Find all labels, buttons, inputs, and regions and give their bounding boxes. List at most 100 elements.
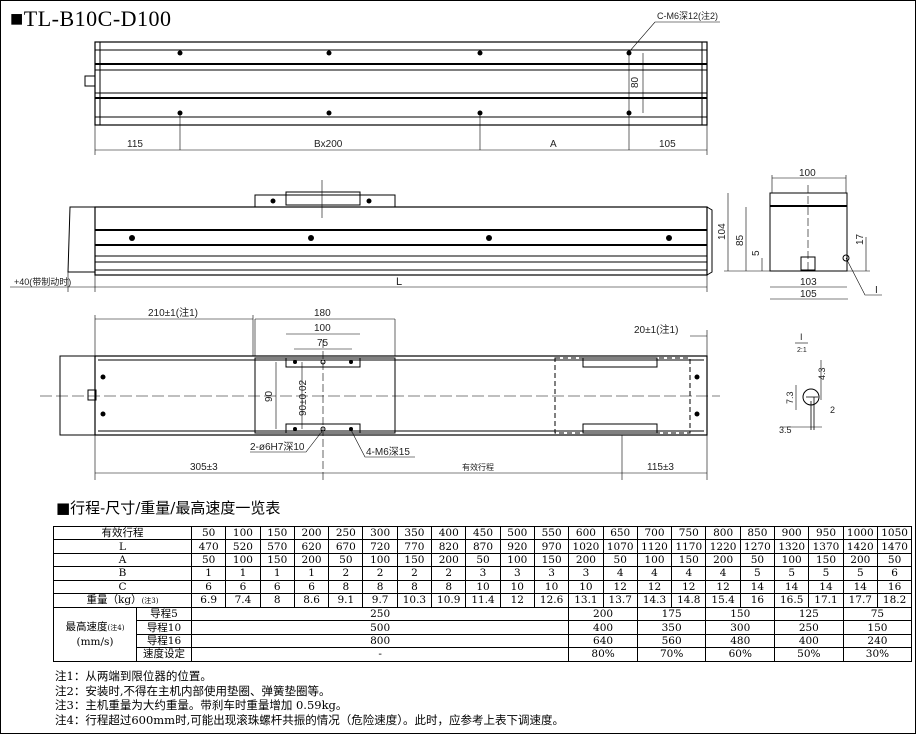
speed-cell-lead16: 640 [568, 633, 638, 649]
dim-80: 80 [630, 76, 641, 88]
cell-l: 1120 [636, 539, 673, 554]
cell-l: 570 [259, 539, 295, 554]
cell-a: 200 [842, 552, 878, 568]
cell-a: 200 [431, 552, 467, 568]
speed-cell-lead16: 400 [774, 633, 844, 649]
detail-scale: 2:1 [797, 347, 807, 354]
cell-b: 1 [259, 566, 295, 581]
cell-c: 14 [739, 579, 776, 594]
speed-row-label-lead16: 导程16 [136, 633, 192, 649]
table-section-title: ■行程-尺寸/重量/最高速度一览表 [56, 499, 281, 517]
dim-bx200: Bx200 [314, 139, 343, 150]
cell-weight: 12.6 [533, 592, 570, 608]
top-view: C-M6深12(注2) 80 115 Bx200 A 105 [84, 10, 720, 155]
dim-210: 210±1(注1) [148, 306, 198, 319]
cell-c: 6 [190, 579, 227, 594]
dim-305: 305±3 [190, 462, 218, 473]
cell-l: 970 [533, 539, 570, 554]
cell-a: 100 [774, 552, 810, 568]
cell-stroke: 500 [499, 525, 535, 541]
cell-b: 4 [705, 566, 741, 581]
speed-cell-lead16: 480 [705, 633, 776, 649]
cell-l: 770 [396, 539, 433, 554]
cell-stroke: 100 [225, 525, 261, 541]
cell-stroke: 950 [808, 525, 844, 541]
cell-weight: 11.4 [465, 592, 501, 608]
detail-dim-3-5: 3.5 [779, 425, 792, 435]
cell-a: 150 [671, 552, 707, 568]
dim-end-100: 100 [799, 168, 816, 179]
cell-b: 5 [774, 566, 810, 581]
cell-c: 8 [431, 579, 467, 594]
speed-cell-setting: 50% [774, 647, 844, 662]
cell-a: 50 [876, 552, 913, 568]
cell-l: 1270 [739, 539, 776, 554]
cell-weight: 16 [739, 592, 776, 608]
cell-weight: 12 [499, 592, 535, 608]
dim-180: 180 [314, 308, 331, 319]
dim-103: 103 [800, 277, 817, 288]
cell-stroke: 150 [259, 525, 295, 541]
brake-offset-dim: +40(带制动时) [14, 276, 71, 287]
cell-c: 12 [636, 579, 673, 594]
note-1: 注1：从两端到限位器的位置。 [55, 669, 212, 683]
cell-weight: 7.4 [225, 592, 261, 608]
cell-a: 50 [328, 552, 364, 568]
cell-stroke: 1050 [876, 525, 913, 541]
cell-l: 1370 [808, 539, 844, 554]
cell-l: 920 [499, 539, 535, 554]
cell-c: 8 [328, 579, 364, 594]
cell-a: 50 [465, 552, 501, 568]
row-label-stroke: 有效行程 [53, 525, 192, 541]
cell-weight: 13.7 [602, 592, 638, 608]
cell-b: 5 [808, 566, 844, 581]
note-2: 注2：安装时,不得在主机内部使用垫圈、弹簧垫圈等。 [55, 683, 331, 698]
cell-l: 870 [465, 539, 501, 554]
dim-115-3: 115±3 [647, 462, 674, 473]
cell-b: 1 [190, 566, 227, 581]
row-label-l: L [53, 539, 192, 554]
cell-stroke: 400 [431, 525, 467, 541]
speed-cell-setting: 30% [842, 647, 913, 662]
cell-stroke: 850 [739, 525, 776, 541]
speed-unit: (mm/s) [76, 635, 114, 648]
speed-cell-lead10: 300 [705, 620, 776, 635]
cell-stroke: 300 [362, 525, 398, 541]
cell-c: 8 [396, 579, 433, 594]
cell-l: 1070 [602, 539, 638, 554]
cell-b: 3 [465, 566, 501, 581]
cell-a: 100 [225, 552, 261, 568]
cell-weight: 8 [259, 592, 295, 608]
cell-stroke: 200 [293, 525, 330, 541]
row-label-weight: 重量（kg）(注3) [53, 592, 192, 608]
cell-b: 5 [842, 566, 878, 581]
cell-c: 8 [362, 579, 398, 594]
cell-b: 3 [533, 566, 570, 581]
cell-c: 10 [465, 579, 501, 594]
speed-cell-lead16: 240 [842, 633, 913, 649]
cell-b: 2 [396, 566, 433, 581]
cell-l: 720 [362, 539, 398, 554]
cell-a: 150 [396, 552, 433, 568]
cell-weight: 15.4 [705, 592, 741, 608]
cell-stroke: 250 [328, 525, 364, 541]
cell-stroke: 350 [396, 525, 433, 541]
cell-c: 12 [705, 579, 741, 594]
speed-cell-lead10: 350 [636, 620, 707, 635]
note-3: 注3：主机重量为大约重量。带刹车时重量增加 0.59kg。 [55, 698, 348, 713]
dim-90-tol: 90±0.02 [298, 379, 309, 416]
dim-104: 104 [717, 223, 728, 240]
detail-dim-4-3: 4.3 [817, 367, 827, 380]
cell-stroke: 700 [636, 525, 673, 541]
cell-c: 6 [259, 579, 295, 594]
cell-weight: 9.7 [362, 592, 398, 608]
cell-c: 14 [808, 579, 844, 594]
cell-weight: 6.9 [190, 592, 227, 608]
cell-weight: 17.1 [808, 592, 844, 608]
cell-b: 4 [602, 566, 638, 581]
cell-a: 200 [568, 552, 604, 568]
cell-b: 4 [636, 566, 673, 581]
row-label-b: B [53, 566, 192, 581]
